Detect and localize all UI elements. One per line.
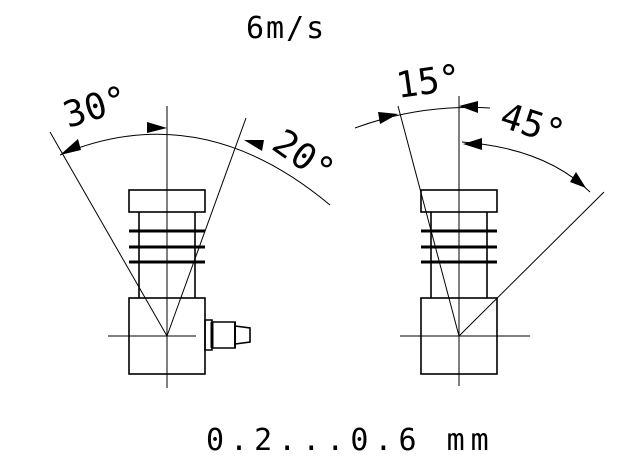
right-arrowhead	[570, 172, 586, 188]
gap-range-label: 0.2...0.6 mm	[206, 423, 495, 458]
left-angle-ray-20	[166, 117, 247, 337]
left-dimension-arc	[59, 133, 331, 206]
left-arrowhead	[147, 122, 167, 133]
right-angle-15-label: 15°	[394, 57, 464, 107]
right-arrowhead	[378, 112, 398, 124]
left-arrowhead	[244, 140, 264, 151]
right-arrowhead	[459, 101, 478, 113]
right-angle-ray-45	[458, 191, 605, 337]
left-sensor-body	[128, 189, 251, 375]
right-angle-45-label: 45°	[495, 96, 570, 155]
right-sensor-view	[354, 96, 605, 386]
right-dimension-arc-top	[354, 106, 491, 129]
right-arrowhead	[463, 138, 482, 150]
left-arrowhead	[60, 139, 81, 155]
left-angle-ray-30	[49, 131, 168, 337]
right-angle-ray-15	[397, 105, 460, 337]
left-angle-30-label: 30°	[59, 78, 133, 136]
left-angle-20-label: 20°	[265, 122, 342, 193]
left-sensor-view	[49, 106, 331, 388]
speed-label: 6m/s	[246, 11, 326, 46]
left-side-connector	[204, 319, 251, 351]
